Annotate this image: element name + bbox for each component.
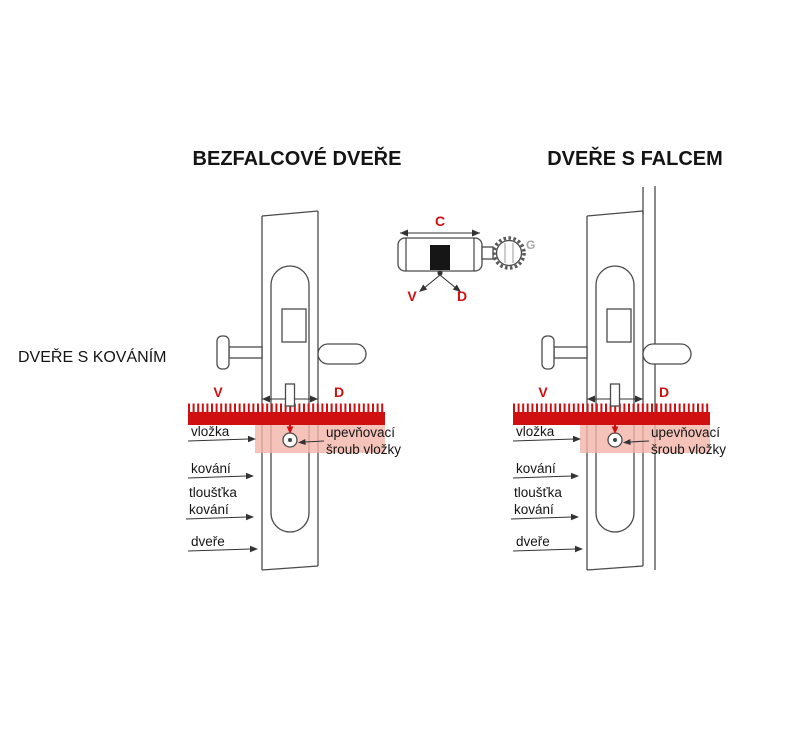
cylinder-length-arrowhead-left	[400, 229, 408, 237]
cylinder-d-pointer	[439, 274, 458, 290]
door-diagram-bezfalcove	[186, 211, 401, 570]
cylinder-length-label: C	[435, 213, 445, 229]
thumbturn-neck	[481, 246, 494, 260]
title-bezfalcove-dvere: BEZFALCOVÉ DVEŘE	[193, 146, 402, 170]
cylinder-v-pointer	[422, 274, 441, 290]
cylinder-v-pointer-arrowhead	[419, 284, 428, 292]
cylinder-d-pointer-arrowhead	[452, 284, 461, 292]
cylinder-length-arrowhead-right	[472, 229, 480, 237]
cylinder-d-label: D	[457, 288, 467, 304]
thumbturn-label: G	[526, 238, 535, 252]
cylinder-legend: C V D G	[397, 213, 535, 304]
cylinder-cam	[430, 245, 450, 270]
thumbturn-knob	[495, 239, 523, 267]
cylinder-center-point	[437, 270, 443, 276]
side-label-dvere-s-kovanim: DVEŘE S KOVÁNÍM	[18, 347, 166, 366]
title-dvere-s-falcem: DVEŘE S FALCEM	[547, 146, 723, 170]
door-diagram-s-falcem	[511, 211, 726, 570]
cylinder-v-label: V	[407, 288, 417, 304]
